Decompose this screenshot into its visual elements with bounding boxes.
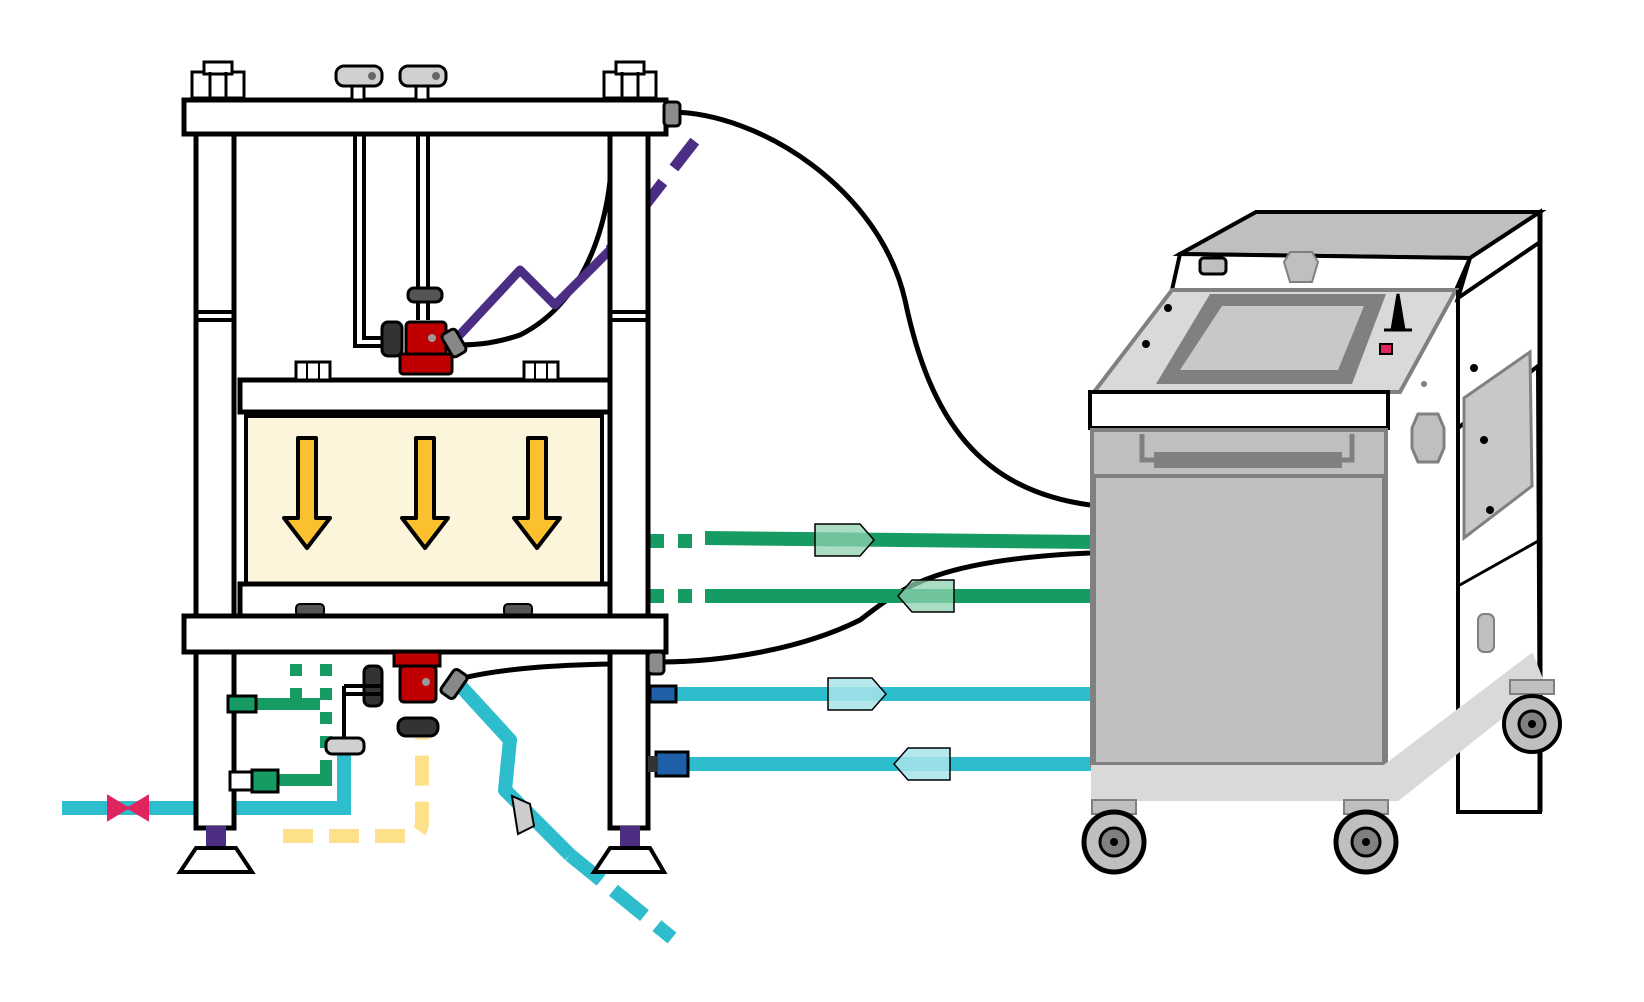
- feed-shutoff-valve: [107, 794, 149, 822]
- top-cable-connector: [662, 100, 682, 128]
- blue-fitting-lower: [654, 750, 690, 778]
- pressure-arrow-3: [512, 436, 562, 550]
- right-column: [607, 125, 651, 831]
- unit-side-vent: [1410, 412, 1446, 464]
- base-cable-connector: [646, 650, 666, 676]
- rod-left: [353, 134, 395, 348]
- upper-mold-plate: [237, 377, 613, 415]
- flow-arrow-green-supply: [814, 523, 875, 557]
- flow-arrow-cyan-supply: [827, 677, 887, 711]
- rod-left-inner: [362, 134, 395, 340]
- outlet-line: [449, 675, 575, 860]
- left-column: [193, 125, 237, 831]
- upper-mold-nut-left: [294, 360, 332, 382]
- top-clamp-1: [334, 64, 384, 102]
- upper-mold-nut-right: [522, 360, 560, 382]
- top-injection-valve: [380, 286, 468, 376]
- unit-display-inner: [1180, 306, 1364, 370]
- pressure-arrow-2: [400, 436, 450, 550]
- unit-antenna-icon: [1384, 293, 1412, 332]
- feed-clamp: [324, 736, 366, 756]
- top-left-nut: [190, 60, 246, 100]
- outlet-flow-indicator: [510, 794, 536, 836]
- top-clamp-2: [398, 64, 448, 102]
- heating-cable-bottom: [659, 550, 1091, 665]
- unit-front-door: [1092, 474, 1386, 766]
- unit-top-handle: [1198, 256, 1228, 276]
- unit-side-window: [1462, 349, 1534, 542]
- unit-top-plug: [1282, 251, 1320, 283]
- flow-arrow-cyan-return: [893, 747, 951, 781]
- unit-emergency-button: [1379, 343, 1393, 355]
- unit-wheel-front-left: [1081, 799, 1147, 875]
- unit-wheel-front-right: [1333, 799, 1399, 875]
- right-foot: [590, 826, 668, 874]
- temperature-control-unit: [1081, 208, 1562, 875]
- white-fitting-lower: [228, 770, 254, 792]
- pressure-arrow-1: [282, 436, 332, 550]
- drain-line-dashed: [283, 738, 429, 843]
- left-foot: [176, 826, 256, 874]
- unit-handle-bar: [1154, 452, 1342, 468]
- resin-feed-line: [62, 738, 351, 815]
- bottom-outlet-valve: [342, 650, 469, 738]
- unit-side-port: [1477, 613, 1495, 653]
- green-left-lower: [278, 760, 332, 786]
- blue-fitting-lower-nut: [648, 756, 658, 772]
- top-right-nut: [602, 60, 658, 100]
- valve-cable: [454, 661, 611, 683]
- base-plate: [181, 613, 669, 655]
- unit-wheel-rear: [1502, 679, 1562, 754]
- top-plate: [181, 97, 669, 137]
- vacuum-line: [451, 246, 614, 344]
- unit-panel-ledge: [1088, 390, 1390, 430]
- flow-arrow-green-return: [897, 579, 955, 613]
- green-supply-line: [704, 531, 1096, 549]
- outlet-line-dashed: [565, 849, 677, 944]
- blue-fitting-upper: [648, 684, 678, 704]
- green-fitting-lower: [250, 768, 280, 794]
- heating-cable-top: [669, 109, 1091, 508]
- green-fitting-upper: [226, 694, 258, 714]
